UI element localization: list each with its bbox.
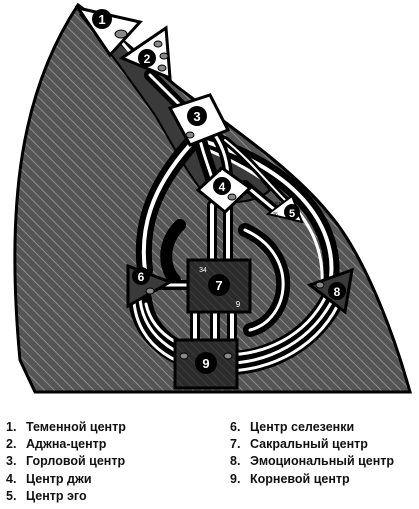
sacral-center: 7 34 9	[186, 258, 252, 314]
bodygraph-diagram: 1 2 3 4 7 5 51 46 6	[13, 2, 412, 394]
legend-item: 7. Сакральный центр	[230, 436, 394, 453]
legend-label: Сакральный центр	[250, 437, 368, 452]
legend-label: Центр селезенки	[250, 420, 355, 434]
legend-item: 2. Аджна-центр	[6, 436, 126, 453]
gate-label-9: 9	[236, 300, 241, 309]
gate-label-51: 51	[275, 202, 281, 208]
ego-center-number: 5	[289, 208, 295, 220]
legend-left-column: 1. Теменной центр 2. Аджна-центр 3. Горл…	[6, 419, 126, 505]
legend-number: 6.	[230, 420, 241, 434]
legend-number: 2.	[6, 437, 17, 452]
emotional-center: 8	[306, 267, 354, 315]
legend-number: 5.	[6, 488, 17, 503]
legend-number: 3.	[6, 454, 17, 469]
legend-label: Горловой центр	[26, 454, 126, 469]
throat-center-number: 3	[193, 109, 200, 124]
legend-item: 9. Корневой центр	[230, 471, 394, 488]
legend-item: 1. Теменной центр	[6, 419, 126, 436]
spleen-center: 6	[126, 263, 174, 309]
throat-center: 3	[167, 93, 231, 147]
emotional-center-number: 8	[334, 285, 341, 299]
ego-center: 5 51 46	[265, 194, 304, 224]
g-center: 4 7	[195, 166, 253, 215]
legend-item: 3. Горловой центр	[6, 453, 126, 470]
channels	[118, 38, 347, 376]
legend-number: 8.	[230, 454, 241, 469]
legend-number: 1.	[6, 420, 17, 434]
ajna-center-number: 2	[144, 52, 151, 66]
legend-item: 8. Эмоциональный центр	[230, 453, 394, 470]
legend-label: Центр эго	[26, 488, 87, 503]
gate-label-7: 7	[219, 168, 223, 174]
legend-item: 5. Центр эго	[6, 488, 126, 505]
head-center: 1	[74, 5, 143, 58]
legend-right-column: 6. Центр селезенки 7. Сакральный центр 8…	[230, 419, 394, 488]
root-center: 9	[173, 338, 239, 390]
legend-number: 7.	[230, 437, 241, 452]
gate-label-34: 34	[199, 267, 207, 274]
spleen-center-number: 6	[138, 270, 145, 284]
legend-number: 4.	[6, 471, 17, 486]
gate-label-46: 46	[272, 212, 278, 218]
sacral-center-number: 7	[215, 278, 222, 293]
legend-label: Центр джи	[26, 471, 92, 486]
legend-item: 4. Центр джи	[6, 471, 126, 488]
legend-item: 6. Центр селезенки	[230, 419, 394, 436]
legend-number: 9.	[230, 471, 241, 486]
legend-label: Аджна-центр	[26, 437, 107, 452]
legend-label: Корневой центр	[250, 471, 350, 486]
legend-label: Теменной центр	[26, 420, 126, 434]
root-center-number: 9	[202, 356, 209, 371]
legend-label: Эмоциональный центр	[250, 454, 395, 469]
ajna-center: 2	[118, 25, 172, 81]
g-center-number: 4	[219, 180, 226, 194]
head-center-number: 1	[98, 12, 105, 27]
